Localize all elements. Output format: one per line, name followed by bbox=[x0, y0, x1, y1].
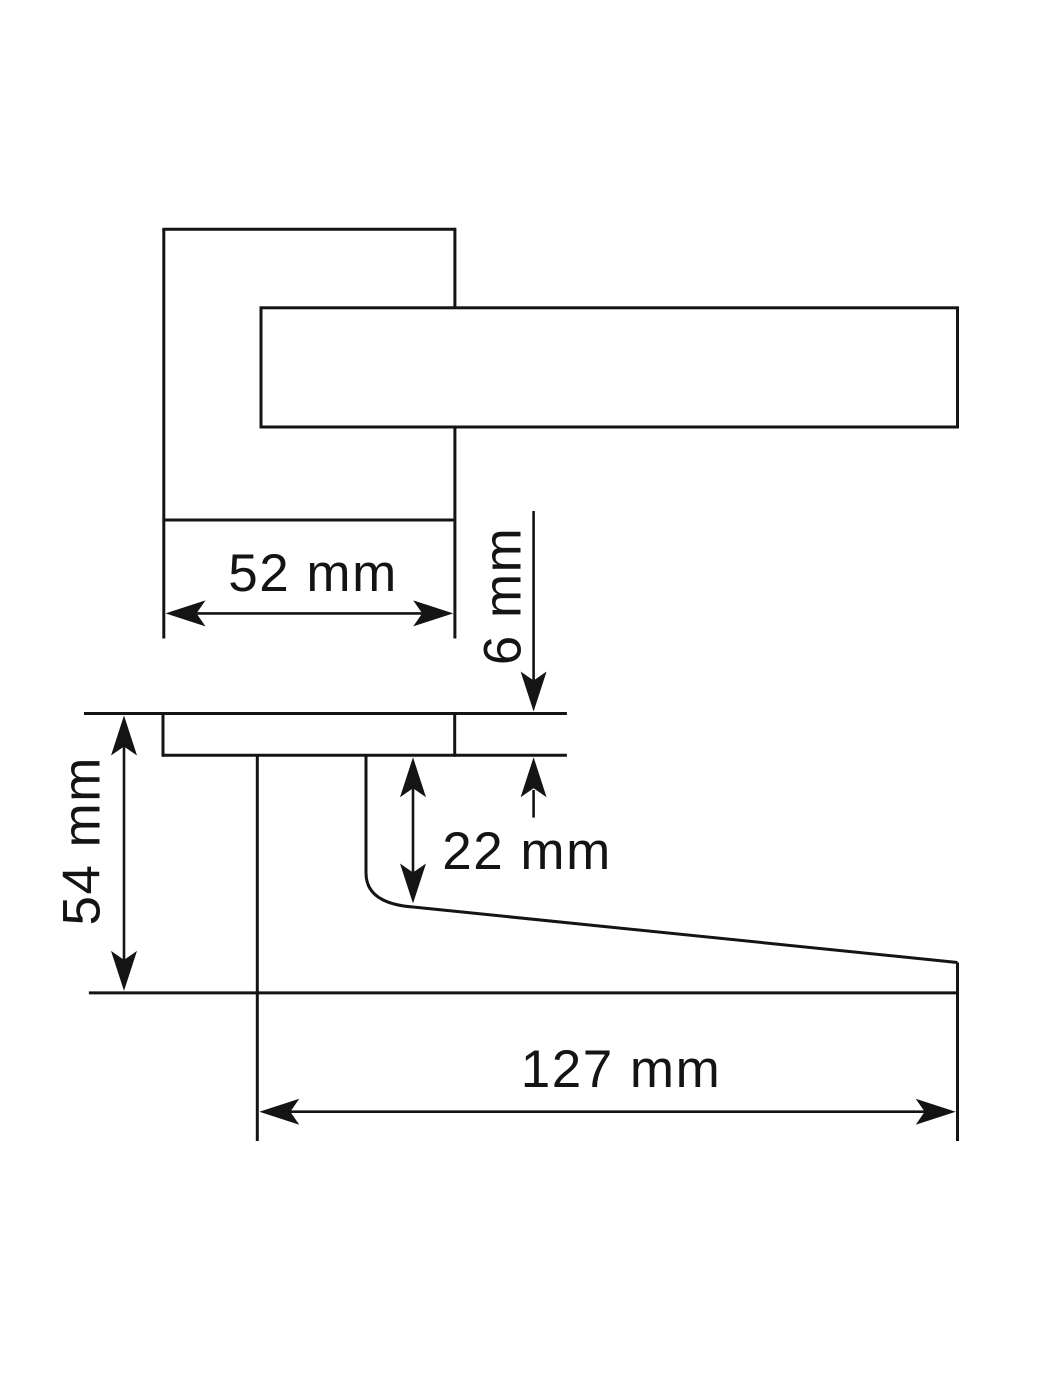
dim-22mm-label: 22 mm bbox=[442, 822, 611, 881]
dim-6mm-label: 6 mm bbox=[473, 527, 532, 666]
dim-54mm-label: 54 mm bbox=[52, 756, 111, 925]
dim-127mm-arrow-left-icon bbox=[259, 1098, 300, 1125]
dimension-overall-projection: 54 mm bbox=[52, 715, 137, 991]
dim-6mm-arrow-down-icon bbox=[520, 671, 547, 712]
dimension-neck-offset: 22 mm bbox=[400, 757, 611, 904]
dimension-rose-width: 52 mm bbox=[165, 544, 454, 627]
dim-52mm-arrow-left-icon bbox=[165, 600, 206, 627]
dim-127mm-label: 127 mm bbox=[521, 1040, 721, 1099]
handle-neck-and-lever-top-contour bbox=[364, 755, 958, 964]
side-view bbox=[84, 712, 959, 1141]
dim-22mm-arrow-down-icon bbox=[400, 863, 426, 904]
lever-bar-outline bbox=[259, 306, 959, 429]
dim-54mm-arrow-down-icon bbox=[111, 950, 137, 991]
dim-22mm-arrow-up-icon bbox=[400, 757, 426, 798]
dim-6mm-arrow-up-icon bbox=[520, 757, 547, 798]
dimension-lever-length: 127 mm bbox=[259, 1040, 956, 1125]
dim-127mm-arrow-right-icon bbox=[915, 1098, 956, 1125]
front-view bbox=[162, 227, 959, 639]
dim-52mm-arrow-right-icon bbox=[413, 600, 454, 627]
dimension-rose-thickness: 6 mm bbox=[473, 511, 547, 818]
dim-52mm-label: 52 mm bbox=[228, 544, 397, 603]
dim-54mm-arrow-up-icon bbox=[111, 715, 137, 756]
